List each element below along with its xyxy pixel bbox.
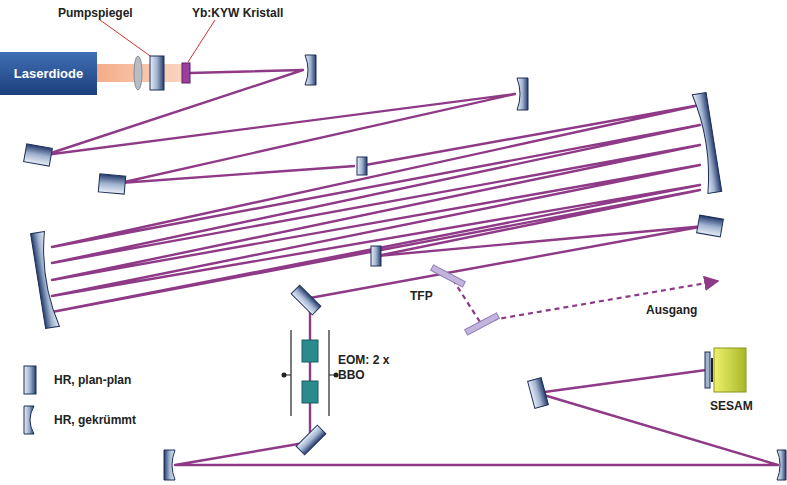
crystal xyxy=(182,63,190,83)
output-beam xyxy=(448,272,718,322)
lens xyxy=(134,56,142,90)
laser-diode-box: Laserdiode xyxy=(0,52,97,95)
part-label: Pumpspiegel xyxy=(58,6,133,21)
legend-text: HR, gekrümmt xyxy=(54,413,136,427)
part-label: Ausgang xyxy=(646,303,697,318)
part-label: Yb:KYW Kristall xyxy=(192,6,283,21)
legend-text: HR, plan-plan xyxy=(54,373,131,387)
legend-sample xyxy=(20,364,40,396)
curved-mirror-sample xyxy=(24,406,34,434)
curved-mirror xyxy=(31,55,786,480)
sesam xyxy=(705,348,746,392)
leader-line xyxy=(188,20,215,62)
legend-entry: HR, gekrümmt xyxy=(20,404,136,436)
thin-film-polarizer xyxy=(431,265,500,335)
leader-line xyxy=(100,20,153,58)
part-label: SESAM xyxy=(710,399,753,414)
legend-entry: HR, plan-plan xyxy=(20,364,131,396)
flat-mirror xyxy=(24,56,724,455)
flat-mirror-sample xyxy=(24,366,36,394)
node-text: Laserdiode xyxy=(14,66,83,81)
part-label: TFP xyxy=(410,289,433,304)
eom xyxy=(282,330,339,416)
part-label: EOM: 2 x BBO xyxy=(338,353,390,383)
laser-beam xyxy=(45,70,778,465)
legend-sample xyxy=(20,404,40,436)
